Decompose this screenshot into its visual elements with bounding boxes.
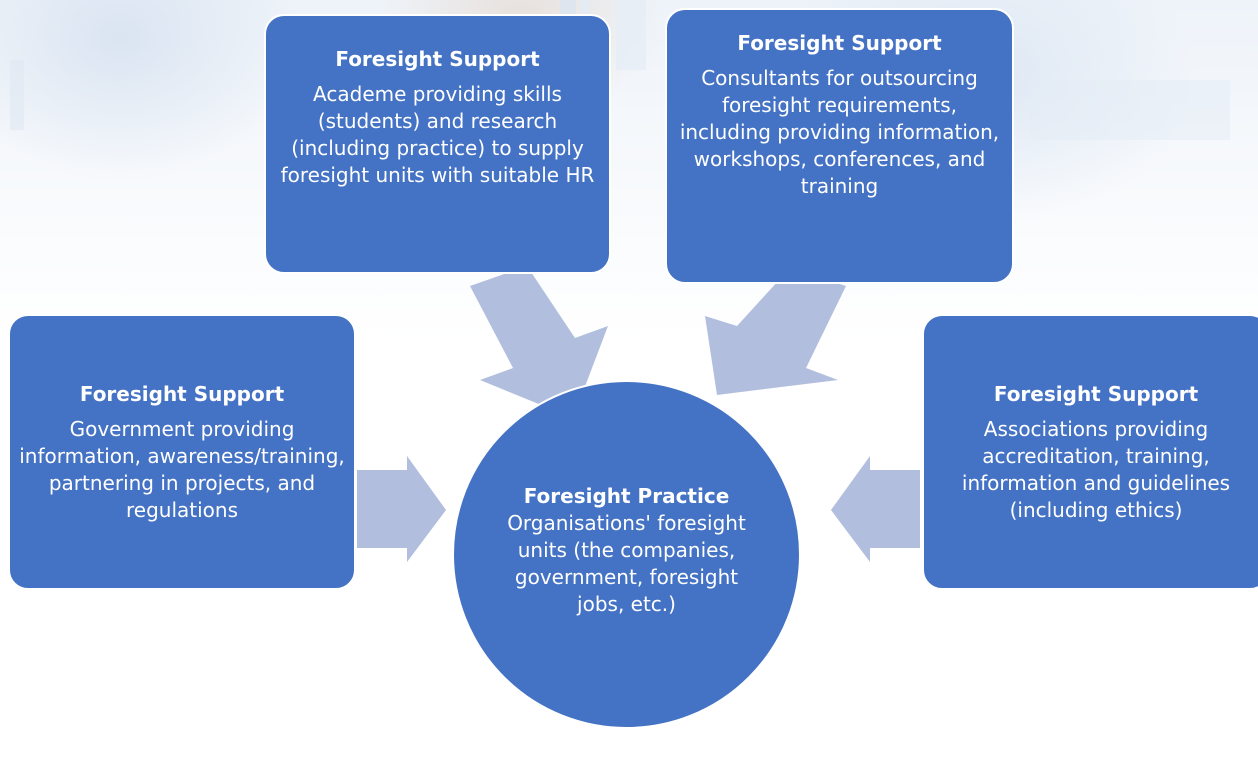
- support-node-title: Foresight Support: [335, 47, 540, 71]
- support-node-body: Academe providing skills (students) and …: [280, 82, 595, 187]
- arrow-academe-to-center: [470, 266, 608, 418]
- support-node-associations: Foresight Support Associations providing…: [922, 314, 1258, 590]
- support-node-body: Associations providing accreditation, tr…: [961, 416, 1231, 522]
- practice-node-title: Foresight Practice: [523, 484, 730, 508]
- arrow-government-to-center: [357, 456, 446, 562]
- practice-center-node: Foresight Practice Organisations' foresi…: [452, 380, 801, 729]
- practice-node-body: Organisations' foresight units (the comp…: [507, 511, 746, 616]
- support-node-academe: Foresight Support Academe providing skil…: [264, 14, 611, 274]
- support-node-government: Foresight Support Government providing i…: [8, 314, 356, 590]
- support-node-body: Government providing information, awaren…: [19, 416, 345, 522]
- support-node-consultants: Foresight Support Consultants for outsou…: [665, 8, 1014, 284]
- arrow-associations-to-center: [831, 456, 920, 562]
- support-node-title: Foresight Support: [993, 381, 1199, 406]
- support-node-title: Foresight Support: [79, 381, 285, 406]
- support-node-title: Foresight Support: [737, 31, 942, 55]
- support-node-body: Consultants for outsourcing foresight re…: [679, 66, 1000, 198]
- arrow-consultants-to-center: [705, 268, 846, 395]
